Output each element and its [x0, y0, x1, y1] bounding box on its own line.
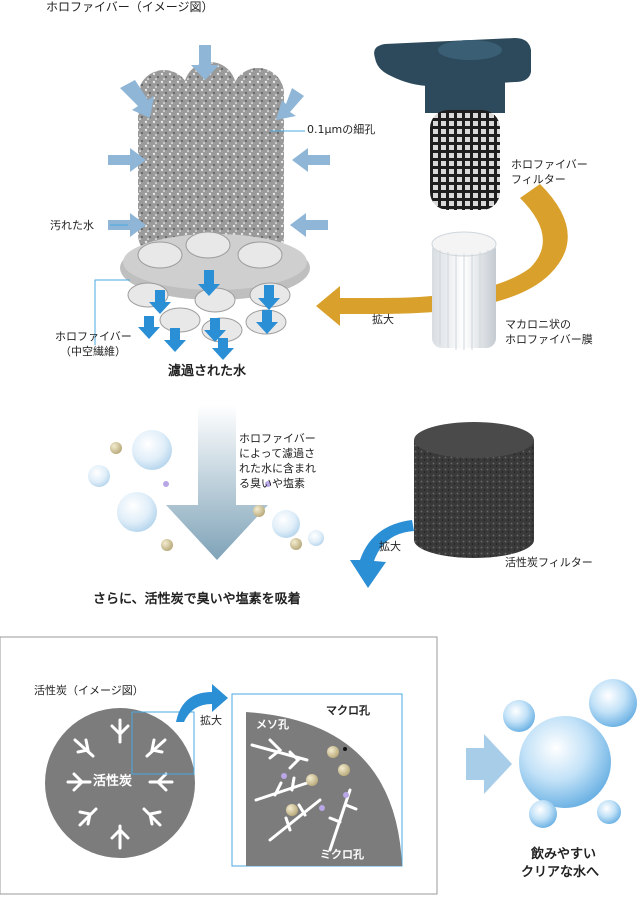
section1-title: ホロファイバー（イメージ図） — [46, 0, 214, 14]
desc-line3: れた水に含まれ — [239, 462, 316, 475]
bubbles-group — [88, 430, 324, 551]
meso-label: メソ孔 — [256, 718, 289, 731]
fiber-label-line2: （中空繊維） — [60, 345, 126, 358]
hollow-fiber-membrane — [431, 231, 497, 350]
zoom-label-2: 拡大 — [379, 540, 401, 553]
desc-line2: によって濾過さ — [239, 447, 316, 460]
zoom-detail-pores — [250, 738, 358, 852]
pore-label: 0.1μmの細孔 — [307, 123, 376, 136]
big-down-arrow — [166, 405, 268, 560]
zoom-curve-arrow — [176, 684, 228, 722]
carbon-label: 活性炭 — [93, 774, 133, 789]
clear-water-bubbles — [503, 679, 637, 828]
filtered-water-label: 濾過された水 — [168, 364, 247, 379]
zoom-label-3: 拡大 — [200, 714, 222, 727]
result-line1: 飲みやすい — [531, 847, 597, 862]
section3-title: 活性炭（イメージ図） — [34, 684, 144, 697]
desc-line4: る臭いや塩素 — [239, 477, 305, 490]
gold-zoom-arrow — [316, 184, 568, 326]
fiber-label-line1: ホロファイバー — [55, 330, 132, 343]
zoom-label-1: 拡大 — [372, 313, 394, 326]
leader-lines — [94, 130, 305, 345]
carbon-filter-label: 活性炭フィルター — [505, 556, 593, 569]
flow-in-arrows — [108, 45, 330, 237]
summary-text: さらに、活性炭で臭いや塩素を吸着 — [93, 592, 301, 607]
filter-product — [374, 38, 531, 210]
macro-label: マクロ孔 — [326, 704, 370, 717]
micro-label: ミクロ孔 — [320, 848, 364, 861]
filter-label-line1: ホロファイバー — [511, 158, 588, 171]
dirty-water-label: 汚れた水 — [50, 219, 94, 232]
membrane-label-line1: マカロニ状の — [505, 318, 571, 331]
flow-out-arrows — [138, 270, 280, 360]
zoom-source-box — [131, 711, 195, 775]
desc-line1: ホロファイバー — [239, 432, 316, 445]
carbon-pores — [66, 718, 174, 850]
filter-label-line2: フィルター — [511, 173, 566, 186]
result-arrow — [466, 734, 512, 794]
blue-curve-arrow — [350, 520, 414, 588]
result-line2: クリアな水へ — [521, 865, 600, 880]
carbon-filter-cylinder — [414, 422, 534, 558]
zoom-detail-particles — [281, 746, 350, 816]
membrane-label-line2: ホロファイバー膜 — [505, 333, 593, 346]
